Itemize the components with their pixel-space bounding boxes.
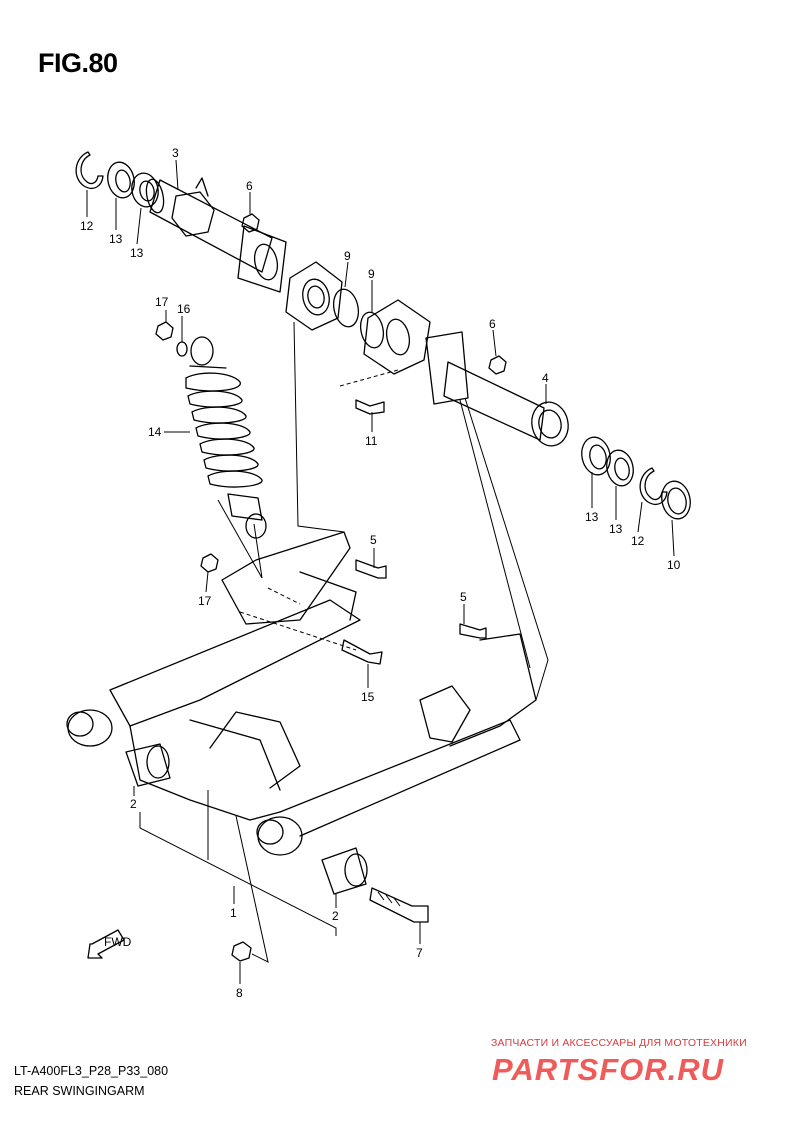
callout-12: 12 xyxy=(631,534,645,548)
shock-absorber-14 xyxy=(185,336,267,539)
bushing-2-right xyxy=(321,847,368,895)
swingarm-1 xyxy=(66,531,537,856)
callout-2: 2 xyxy=(332,909,339,923)
callout-labels: 12 13 13 3 6 9 9 17 16 6 4 11 14 13 13 1… xyxy=(80,146,681,1000)
callout-8: 8 xyxy=(236,986,243,1000)
nut-6-upper xyxy=(241,213,260,233)
flange-9-left xyxy=(285,261,343,331)
callout-13: 13 xyxy=(130,246,144,260)
bearing-13-lower-a xyxy=(581,436,611,476)
pivot-shaft-3 xyxy=(145,177,287,293)
oring-9-right xyxy=(359,311,385,349)
callout-17: 17 xyxy=(198,594,212,608)
assembly-dashed-lines xyxy=(239,369,399,651)
nut-8 xyxy=(231,941,252,962)
callout-leaders xyxy=(86,159,675,984)
alignment-lines xyxy=(139,321,549,963)
bolt-5-right xyxy=(459,623,487,639)
callout-15: 15 xyxy=(361,690,375,704)
callout-13: 13 xyxy=(109,232,123,246)
nut-6-lower xyxy=(488,355,507,375)
fwd-arrow-icon: FWD xyxy=(87,929,132,959)
watermark-tagline: ЗАПЧАСТИ И АКСЕССУАРЫ ДЛЯ МОТОТЕХНИКИ xyxy=(491,1037,747,1049)
watermark-logo: PARTSFOR.RU xyxy=(492,1052,725,1087)
seal-10 xyxy=(661,480,691,520)
bolt-15 xyxy=(341,639,383,665)
nut-17-lower xyxy=(200,553,219,573)
bolt-7 xyxy=(369,887,429,923)
circlip-12-lower xyxy=(639,467,668,506)
callout-1: 1 xyxy=(230,906,237,920)
model-code: LT-A400FL3_P28_P33_080 xyxy=(14,1064,169,1078)
nut-17-upper xyxy=(155,321,174,341)
diagram-caption: REAR SWINGINGARM xyxy=(14,1084,145,1098)
callout-16: 16 xyxy=(177,302,191,316)
callout-6: 6 xyxy=(489,317,496,331)
oring-9-left xyxy=(332,288,360,328)
fwd-label: FWD xyxy=(104,935,132,949)
callout-3: 3 xyxy=(172,146,179,160)
pivot-shaft-4 xyxy=(363,299,569,447)
figure-title: FIG.80 xyxy=(38,48,118,78)
bearing-13-upper-a xyxy=(107,161,135,199)
callout-17: 17 xyxy=(155,295,169,309)
callout-6: 6 xyxy=(246,179,253,193)
callout-12: 12 xyxy=(80,219,94,233)
bearing-13-lower-b xyxy=(606,449,634,487)
callout-9: 9 xyxy=(344,249,351,263)
callout-10: 10 xyxy=(667,558,681,572)
callout-9: 9 xyxy=(368,267,375,281)
callout-5: 5 xyxy=(370,533,377,547)
bushing-2-left xyxy=(125,743,171,787)
callout-7: 7 xyxy=(416,946,423,960)
callout-4: 4 xyxy=(542,371,549,385)
circlip-12-upper xyxy=(75,151,104,190)
callout-2: 2 xyxy=(130,797,137,811)
callout-14: 14 xyxy=(148,425,162,439)
bolt-11 xyxy=(355,399,385,415)
callout-13: 13 xyxy=(585,510,599,524)
bolt-5-upper xyxy=(355,559,387,579)
callout-5: 5 xyxy=(460,590,467,604)
washer-16 xyxy=(176,341,188,357)
callout-13: 13 xyxy=(609,522,623,536)
callout-11: 11 xyxy=(365,434,378,448)
